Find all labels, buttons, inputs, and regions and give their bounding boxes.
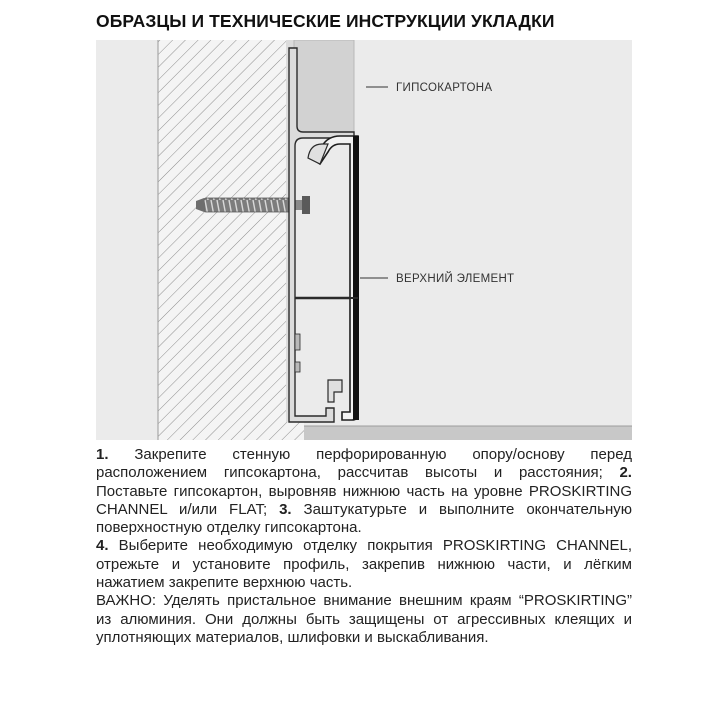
callout-label-drywall: ГИПСОКАРТОНА	[396, 82, 492, 94]
drywall-board	[293, 40, 355, 133]
step-text: Закрепите стенную перфорированную опору/…	[96, 446, 632, 482]
wall-anchor-screw	[196, 196, 310, 214]
floor-corner-filler	[286, 422, 304, 440]
callout-label-top-element: ВЕРХНИЙ ЭЛЕМЕНТ	[396, 272, 514, 285]
floor	[304, 426, 632, 440]
page-title: ОБРАЗЦЫ И ТЕХНИЧЕСКИЕ ИНСТРУКЦИИ УКЛАДКИ	[96, 11, 555, 31]
instruction-paragraph-1: 1. Закрепите стенную перфорированную опо…	[96, 446, 632, 537]
installation-diagram: ГИПСОКАРТОНА ВЕРХНИЙ ЭЛЕМЕНТ	[96, 40, 632, 440]
step-number: 4.	[96, 537, 109, 555]
step-number: 1.	[96, 446, 109, 463]
profile-cross-section-figure: ГИПСОКАРТОНА ВЕРХНИЙ ЭЛЕМЕНТ	[96, 40, 632, 440]
step-text: Заштукатурьте и выполните окончательную …	[96, 500, 632, 537]
step-number: 3.	[279, 500, 292, 518]
masonry-wall	[158, 40, 286, 440]
step-text: Выберите необходимую отделку покрытия PR…	[96, 537, 632, 592]
instructions: 1. Закрепите стенную перфорированную опо…	[96, 446, 632, 647]
step-text: Поставьте гипсокартон, выровняв нижнюю ч…	[96, 482, 632, 518]
step-number: 2.	[619, 464, 632, 482]
top-cover-element	[307, 135, 359, 421]
instruction-paragraph-2: 4. Выберите необходимую отделку покрытия…	[96, 537, 632, 592]
important-note: ВАЖНО: Уделять пристальное внимание внеш…	[96, 592, 632, 646]
